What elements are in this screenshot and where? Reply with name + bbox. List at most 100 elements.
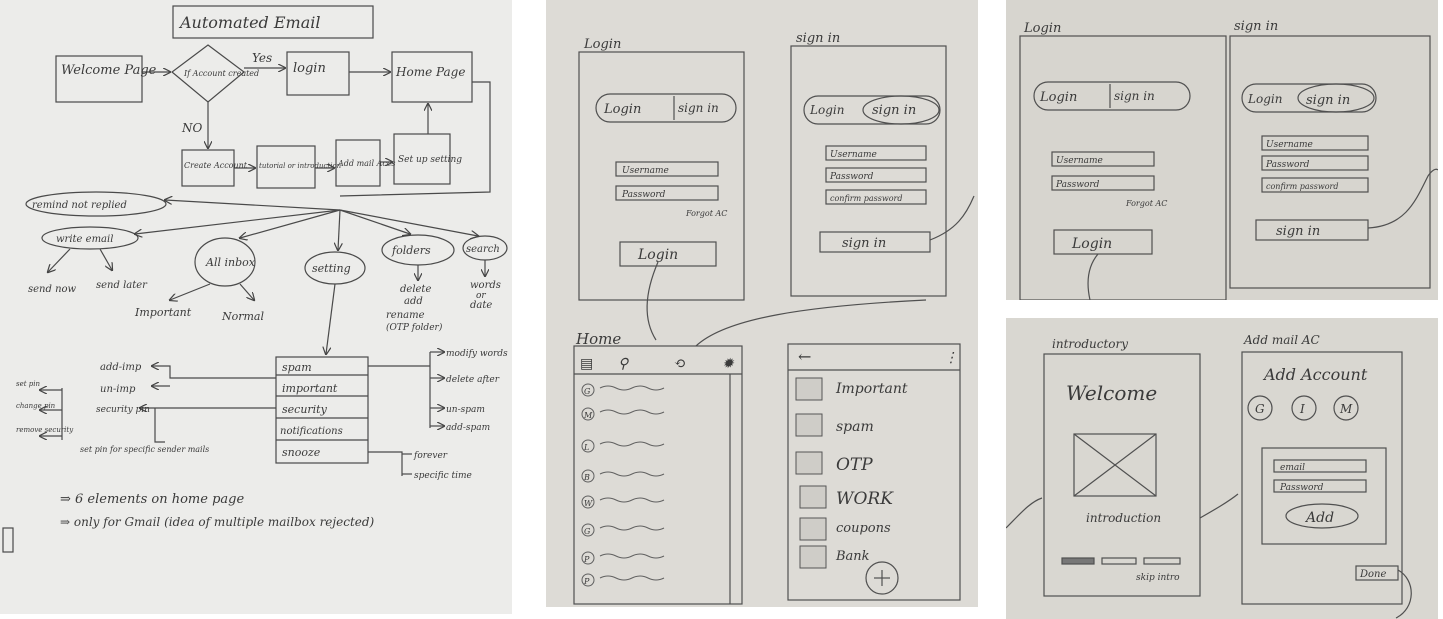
folder-item-5[interactable]: Bank [835, 549, 870, 564]
flow-spam-2: un-spam [446, 405, 485, 415]
auth-closeup-photo: Login sign in Login sign in Username Pas… [1006, 0, 1438, 300]
closeup-signin-button[interactable]: sign in [1276, 224, 1320, 239]
sheet-signin-title: sign in [796, 31, 840, 46]
avatar-7: P [583, 577, 590, 586]
flow-welcome: Welcome Page [61, 63, 157, 78]
sheet-login-button[interactable]: Login [637, 247, 678, 263]
flow-folders: folders [391, 244, 431, 257]
add-email-field[interactable]: email [1280, 463, 1305, 473]
flow-important: Important [134, 306, 192, 319]
flow-send-now: send now [28, 284, 77, 295]
intro-add-canvas: introductory Welcome introduction skip i… [1006, 333, 1412, 619]
avatar-4: W [584, 499, 593, 508]
folder-item-4[interactable]: coupons [836, 521, 891, 536]
auth-home-photo: Login sign in Login sign in Username Pas… [546, 0, 978, 607]
folder-item-0[interactable]: Important [835, 381, 908, 397]
closeup-signin-confirm[interactable]: confirm password [1266, 182, 1338, 191]
flow-no: NO [181, 121, 203, 135]
sheet-login-title: Login [583, 37, 621, 52]
flow-remind: remind not replied [32, 200, 127, 211]
flow-folder-op-3: (OTP folder) [386, 322, 443, 333]
flow-set-pin-specific: set pin for specific sender mails [80, 445, 209, 454]
sheet-toggle-signin[interactable]: sign in [678, 101, 719, 115]
flow-pin-2: remove security [16, 426, 74, 434]
sheet-username[interactable]: Username [622, 166, 669, 176]
intro-skip[interactable]: skip intro [1136, 573, 1180, 583]
closeup-password[interactable]: Password [1055, 180, 1100, 190]
sheet-password[interactable]: Password [621, 190, 666, 200]
flow-left-2: security pin [96, 405, 150, 415]
flow-title: Automated Email [178, 13, 320, 32]
flow-all-inbox: All inbox [205, 256, 256, 269]
closeup-login-title: Login [1023, 21, 1061, 36]
closeup-username[interactable]: Username [1056, 156, 1103, 166]
avatar-2: L [583, 443, 589, 452]
flow-table-0: spam [282, 361, 312, 374]
flow-table-2: security [282, 403, 328, 416]
closeup-signin-username[interactable]: Username [1266, 140, 1313, 150]
sheet-home-title: Home [575, 330, 621, 348]
flow-table-1: important [282, 382, 338, 395]
provider-g-icon[interactable]: G [1255, 402, 1265, 416]
auth-closeup-canvas: Login sign in Login sign in Username Pas… [1019, 19, 1438, 300]
folder-item-2[interactable]: OTP [836, 455, 873, 475]
flow-spam-1: delete after [446, 375, 500, 385]
closeup-signin-password[interactable]: Password [1265, 160, 1310, 170]
closeup-toggle-login[interactable]: Login [1039, 90, 1077, 105]
intro-introduction: introduction [1086, 511, 1161, 525]
folder-item-1[interactable]: spam [836, 419, 874, 435]
flow-search-1: or [476, 291, 486, 301]
closeup-forgot[interactable]: Forgot AC [1125, 199, 1167, 208]
sheet-signin-button[interactable]: sign in [842, 236, 886, 251]
avatar-5: G [584, 527, 591, 536]
closeup-toggle-signin[interactable]: sign in [1114, 89, 1155, 103]
home-search-icon[interactable]: ⚲ [618, 356, 630, 372]
sheet-signin-password[interactable]: Password [829, 172, 874, 182]
flow-snooze-1: specific time [414, 471, 472, 481]
flow-left-0: add-imp [100, 362, 142, 373]
flow-note-0: ⇒ 6 elements on home page [60, 492, 244, 507]
closeup-login-button[interactable]: Login [1071, 236, 1112, 252]
sheet-forgot[interactable]: Forgot AC [685, 209, 727, 218]
sheet-signin-username[interactable]: Username [830, 150, 877, 160]
folder-item-3[interactable]: WORK [836, 489, 894, 509]
sheet-signin-confirm[interactable]: confirm password [830, 194, 902, 203]
flow-decision: If Account created [183, 69, 259, 78]
done-button[interactable]: Done [1359, 569, 1386, 580]
flow-left-1: un-imp [100, 384, 136, 395]
avatar-3: B [583, 473, 590, 482]
flow-table-3: notifications [280, 426, 343, 437]
flow-folder-op-2: rename [386, 310, 425, 321]
flow-pin-0: set pin [16, 380, 40, 388]
sheet-signin-toggle-signin[interactable]: sign in [872, 103, 916, 118]
flow-snooze-0: forever [413, 451, 448, 461]
folder-back-icon[interactable]: ← [798, 347, 811, 366]
folder-menu-icon[interactable]: ⋮ [944, 350, 958, 366]
closeup-signin-toggle-login[interactable]: Login [1247, 92, 1282, 106]
flow-note-1: ⇒ only for Gmail (idea of multiple mailb… [60, 515, 375, 529]
provider-m-icon[interactable]: M [1339, 402, 1353, 416]
flow-search: search [466, 244, 500, 255]
home-settings-icon[interactable]: ✹ [722, 356, 735, 372]
folder-icons [795, 377, 827, 569]
flow-folder-op-1: add [404, 296, 423, 307]
flow-pin-1: change pin [16, 402, 56, 410]
flow-create: Create Account [184, 161, 248, 170]
sheet-signin-toggle-login[interactable]: Login [809, 103, 844, 117]
add-password-field[interactable]: Password [1279, 483, 1324, 493]
flow-search-0: words [470, 280, 501, 291]
sheet-toggle-login[interactable]: Login [603, 102, 641, 117]
home-inbox-icon[interactable]: ▤ [580, 356, 593, 372]
flow-setup: Set up setting [398, 155, 462, 165]
flow-table-4: snooze [282, 446, 321, 459]
provider-i-icon[interactable]: I [1299, 402, 1305, 416]
add-account: Add Account [1262, 365, 1368, 384]
flow-write: write email [56, 234, 113, 245]
add-button[interactable]: Add [1304, 510, 1334, 526]
intro-title: introductory [1052, 337, 1128, 351]
closeup-signin-title: sign in [1234, 19, 1278, 34]
flow-setting: setting [312, 262, 351, 275]
flow-tutorial: tutorial or introduction [259, 162, 342, 170]
closeup-signin-toggle-signin[interactable]: sign in [1306, 93, 1350, 108]
home-compose-icon[interactable]: ⟲ [674, 356, 686, 372]
